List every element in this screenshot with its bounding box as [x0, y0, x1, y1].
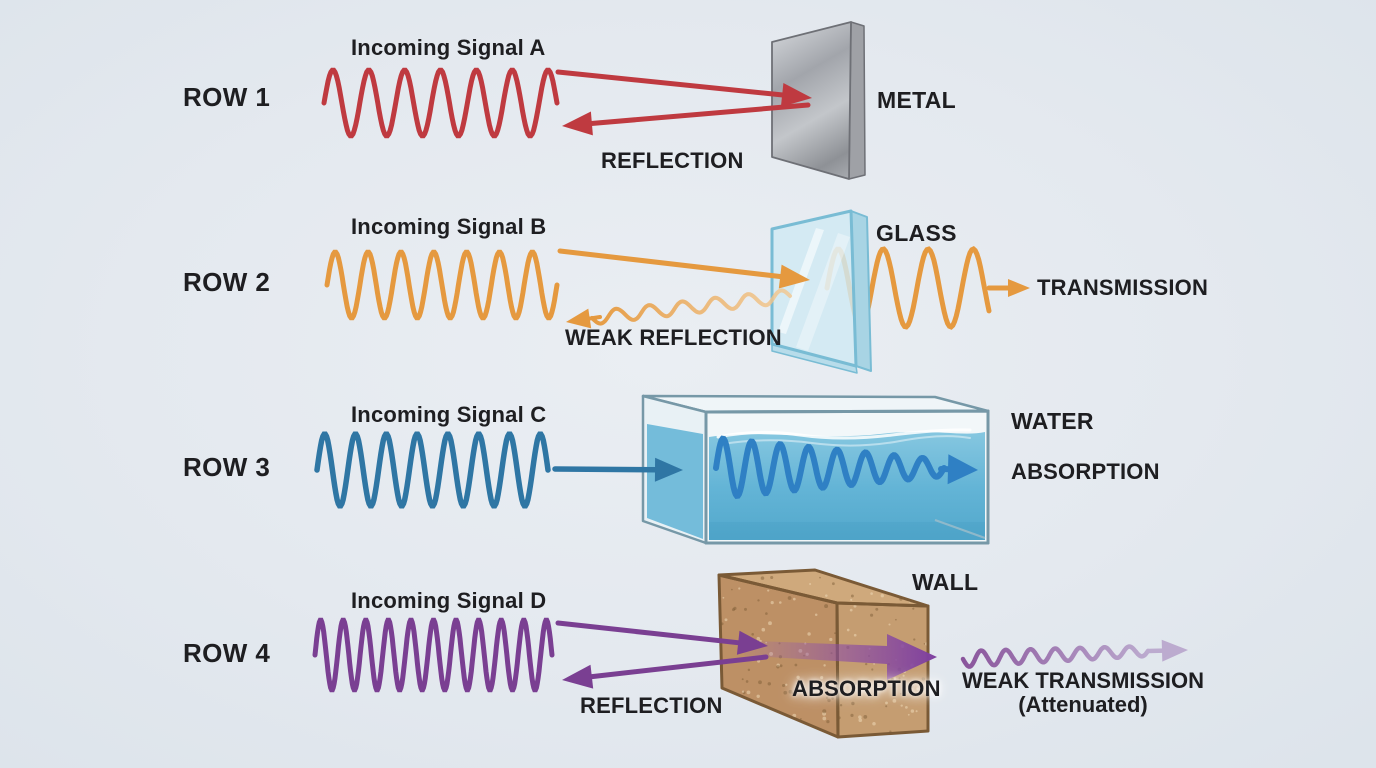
weak-transmission-line2: (Attenuated) — [1018, 691, 1148, 717]
row2-incident-arrow — [557, 248, 810, 289]
metal-panel — [771, 21, 866, 180]
metal-label: METAL — [877, 87, 957, 113]
signal-a-title: Incoming Signal A — [351, 35, 546, 60]
signal-d-wave — [312, 617, 555, 693]
signal-d-title: Incoming Signal D — [351, 588, 547, 613]
row1-incident-arrow — [555, 69, 812, 107]
row-2-label: ROW 2 — [183, 267, 271, 297]
row-4-label: ROW 4 — [183, 638, 271, 668]
glass-label: GLASS — [876, 220, 957, 246]
row1-reflection-label: REFLECTION — [601, 148, 744, 173]
row4-incident-arrow — [555, 620, 768, 655]
row4-reflected-arrow — [562, 654, 769, 689]
signal-b-wave — [324, 249, 560, 321]
water-absorption-wave — [713, 435, 978, 499]
signal-c-title: Incoming Signal C — [351, 402, 547, 427]
water-label: WATER — [1011, 408, 1094, 434]
wall-label: WALL — [912, 569, 979, 595]
transmission-arrow — [986, 279, 1030, 297]
signal-a-wave — [321, 67, 560, 139]
row3-absorption-label: ABSORPTION — [1011, 459, 1160, 484]
row4-absorption-label: ABSORPTION — [792, 676, 941, 701]
signal-c-wave — [314, 431, 551, 509]
row3-incident-arrow — [552, 457, 683, 482]
weak-reflection-arrow — [566, 288, 792, 329]
weak-reflection-label: WEAK REFLECTION — [565, 325, 782, 350]
glass-panel — [770, 209, 872, 374]
absorption-arrow — [744, 634, 937, 680]
row4-reflection-label: REFLECTION — [580, 693, 723, 718]
wall-block — [717, 568, 930, 739]
weak-transmission-arrow — [960, 639, 1188, 669]
weak-transmission-label: WEAK TRANSMISSION (Attenuated) — [958, 669, 1208, 717]
row-1-label: ROW 1 — [183, 82, 271, 112]
transmission-label: TRANSMISSION — [1037, 275, 1209, 300]
weak-transmission-line1: WEAK TRANSMISSION — [962, 668, 1204, 693]
row-3-label: ROW 3 — [183, 452, 271, 482]
signal-b-title: Incoming Signal B — [351, 214, 547, 239]
row1-reflected-arrow — [562, 102, 811, 136]
